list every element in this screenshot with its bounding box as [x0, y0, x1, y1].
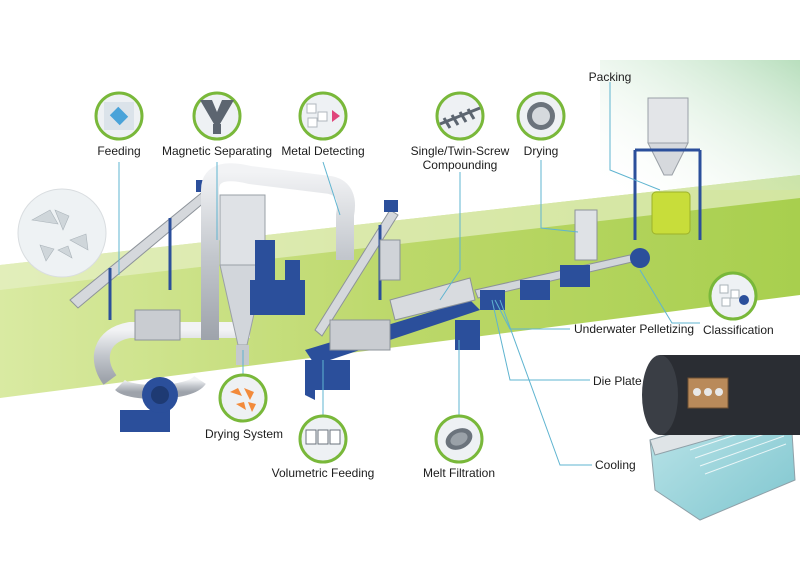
melt-filtration-icon	[434, 414, 484, 464]
feeding-icon	[94, 91, 144, 141]
label-cooling: Cooling	[595, 458, 636, 472]
label-drying-system: Drying System	[204, 427, 284, 441]
leader-cooling	[499, 299, 592, 466]
label-compounding: Single/Twin-Screw Compounding	[400, 144, 520, 172]
leader-metal	[322, 161, 341, 216]
pelletizer-line	[474, 209, 650, 310]
leader-lines	[118, 82, 700, 466]
leader-packing	[609, 82, 661, 191]
metal-detecting-icon	[298, 91, 348, 141]
label-metal-detecting: Metal Detecting	[281, 144, 365, 158]
magnetic-separating-icon	[192, 91, 242, 141]
screw-icon	[435, 91, 485, 141]
green-floor-band-highlight	[0, 175, 800, 290]
leader-classification	[639, 269, 700, 324]
blower-unit	[120, 377, 178, 432]
green-floor-band	[0, 175, 800, 398]
leader-die-plate	[491, 299, 590, 381]
label-die-plate: Die Plate	[593, 374, 642, 388]
die-plate-inset	[642, 355, 800, 435]
leader-compounding	[439, 172, 461, 301]
metal-detect-conveyor	[314, 200, 399, 337]
leader-drying	[540, 160, 579, 233]
plastic-flakes-image	[17, 188, 107, 278]
label-feeding: Feeding	[97, 144, 141, 158]
label-magnetic-separating: Magnetic Separating	[161, 144, 273, 158]
label-melt-filtration: Melt Filtration	[422, 466, 496, 480]
drying-icon	[516, 91, 566, 141]
label-classification: Classification	[703, 323, 774, 337]
drying-system-icon	[218, 373, 268, 423]
leader-underwater	[494, 299, 570, 330]
extruder-line	[305, 239, 480, 400]
mixing-station	[134, 240, 305, 341]
classification-icon	[708, 271, 758, 321]
packing-silo	[633, 97, 702, 240]
label-underwater-pelletizing: Underwater Pelletizing	[574, 322, 695, 336]
label-compounding-line2: Compounding	[422, 158, 498, 172]
label-drying: Drying	[523, 144, 559, 158]
label-compounding-line1: Single/Twin-Screw	[410, 144, 510, 158]
label-volumetric-feeding: Volumetric Feeding	[271, 466, 375, 480]
volumetric-feeding-icon	[298, 414, 348, 464]
label-packing: Packing	[588, 70, 632, 84]
